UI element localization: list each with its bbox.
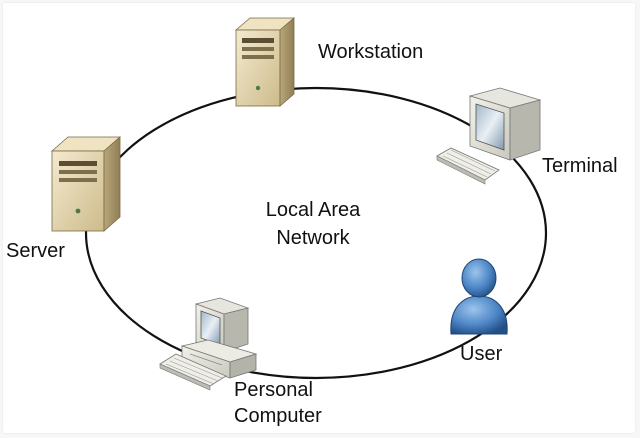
terminal-label: Terminal [542,155,618,177]
network-title-line1: Local Area [265,199,361,221]
terminal-keyboard-icon [436,147,500,185]
network-title: Local Area Network [238,196,388,252]
user-icon [450,258,508,335]
server-tower-icon [50,136,122,232]
personal-computer-monitor-icon [194,297,250,353]
network-ring [84,86,548,380]
terminal-crt-icon [468,87,542,161]
server-label: Server [6,240,65,262]
personal-computer-label-line1: Personal [234,379,313,401]
personal-computer-case-icon [180,339,258,379]
network-title-line2: Network [276,227,350,249]
personal-computer-label-line2: Computer [234,405,322,427]
user-label: User [460,343,503,365]
workstation-tower-icon [234,17,296,107]
personal-computer-keyboard-icon [159,353,227,391]
workstation-label: Workstation [318,41,424,63]
